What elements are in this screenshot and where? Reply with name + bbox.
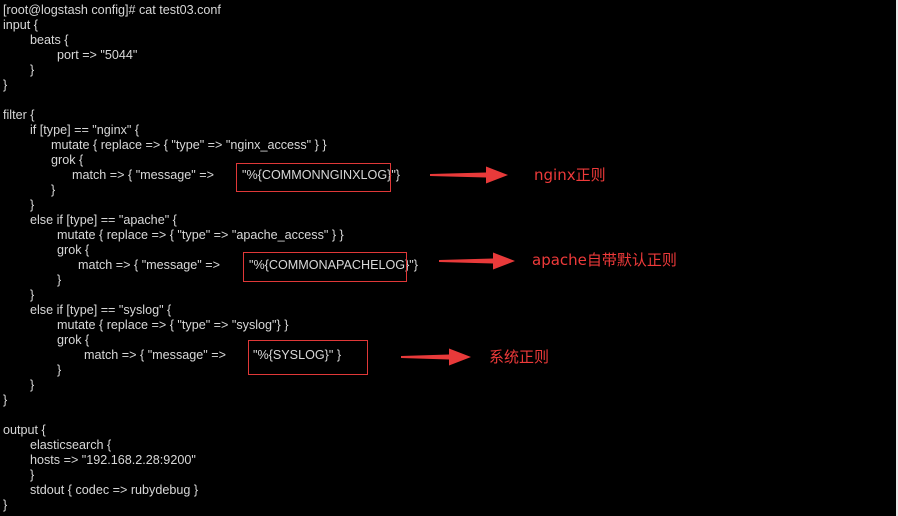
syslog-highlight-box bbox=[248, 340, 368, 375]
nginx-highlight-box bbox=[236, 163, 391, 192]
code-line: } bbox=[30, 288, 35, 302]
apache-annotation: apache自带默认正则 bbox=[532, 251, 677, 269]
syslog-pattern-text: "%{SYSLOG}" } bbox=[253, 348, 342, 362]
code-line: grok { bbox=[57, 333, 90, 347]
apache-highlight-box bbox=[243, 252, 407, 282]
code-line: hosts => "192.168.2.28:9200" bbox=[30, 453, 196, 467]
code-line: } bbox=[30, 198, 35, 212]
arrow-right-icon bbox=[439, 251, 515, 271]
code-line: else if [type] == "syslog" { bbox=[30, 303, 172, 317]
code-line: grok { bbox=[51, 153, 84, 167]
window-edge bbox=[896, 0, 898, 516]
arrow-right-icon bbox=[401, 347, 471, 367]
code-line: } bbox=[57, 273, 62, 287]
command-prompt-line: [root@logstash config]# cat test03.conf bbox=[3, 3, 221, 17]
nginx-pattern-text: "%{COMMONNGINXLOG}"} bbox=[242, 168, 400, 182]
code-line: output { bbox=[3, 423, 46, 437]
code-line: mutate { replace => { "type" => "apache_… bbox=[57, 228, 344, 242]
code-line: stdout { codec => rubydebug } bbox=[30, 483, 199, 497]
code-line: filter { bbox=[3, 108, 35, 122]
code-line: } bbox=[30, 468, 35, 482]
code-line: } bbox=[3, 78, 8, 92]
code-line: } bbox=[57, 363, 62, 377]
syslog-annotation: 系统正则 bbox=[489, 348, 550, 366]
code-line: else if [type] == "apache" { bbox=[30, 213, 177, 227]
code-line: match => { "message" => bbox=[84, 348, 230, 362]
code-line: port => "5044" bbox=[57, 48, 138, 62]
code-line: } bbox=[30, 63, 35, 77]
code-line: input { bbox=[3, 18, 39, 32]
code-line: match => { "message" => bbox=[72, 168, 218, 182]
code-line: } bbox=[3, 498, 8, 512]
code-line: grok { bbox=[57, 243, 90, 257]
code-line: match => { "message" => bbox=[78, 258, 224, 272]
apache-pattern-text: "%{COMMONAPACHELOG}"} bbox=[249, 258, 418, 272]
arrow-right-icon bbox=[430, 165, 508, 185]
code-line: } bbox=[51, 183, 56, 197]
code-line: if [type] == "nginx" { bbox=[30, 123, 140, 137]
code-line: beats { bbox=[30, 33, 69, 47]
nginx-annotation: nginx正则 bbox=[534, 166, 606, 184]
code-line: elasticsearch { bbox=[30, 438, 112, 452]
code-line: } bbox=[3, 393, 8, 407]
code-line: mutate { replace => { "type" => "syslog"… bbox=[57, 318, 289, 332]
code-line: } bbox=[30, 378, 35, 392]
code-line: mutate { replace => { "type" => "nginx_a… bbox=[51, 138, 327, 152]
